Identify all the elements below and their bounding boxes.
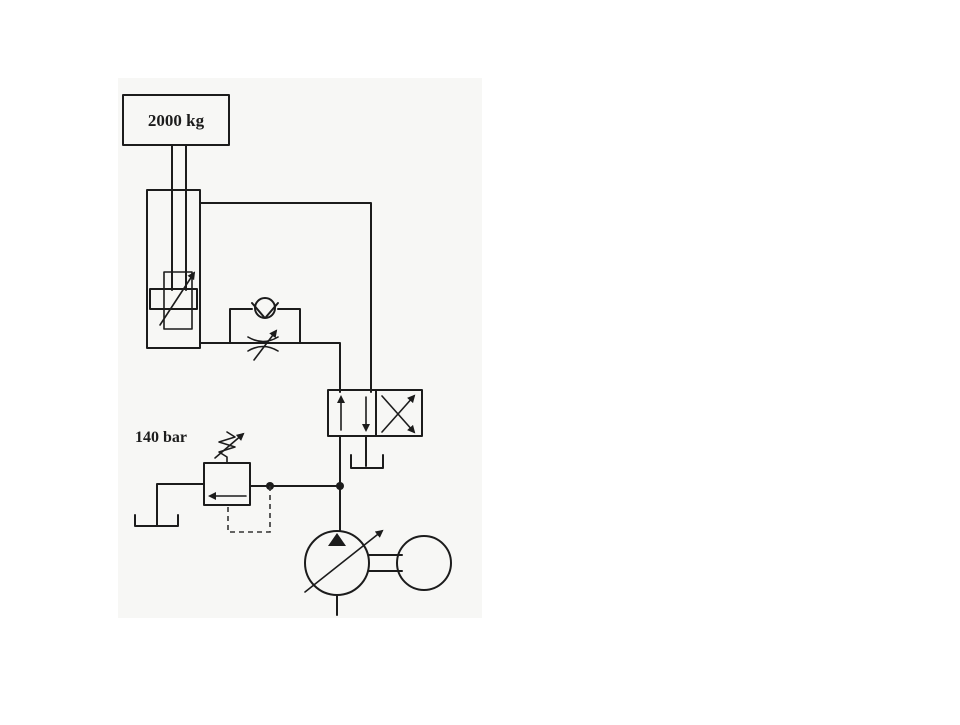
- cylinder-piston: [149, 288, 198, 310]
- load-box: [122, 94, 230, 146]
- load-mass: 2000 kg: [122, 94, 230, 146]
- relief-spring: [218, 431, 236, 464]
- pilot-line: [227, 486, 271, 533]
- throttle-adjust-arrow: [253, 329, 278, 361]
- relief-pressure-label: 140 bar: [135, 429, 187, 446]
- motor-circle: [396, 535, 452, 591]
- adjustable-cushion-arrow: [159, 271, 196, 326]
- cylinder-barrel: [146, 189, 201, 349]
- pressure-relief-valve: 140 bar: [134, 429, 271, 533]
- check-valve: [229, 297, 301, 344]
- drive-motor: [368, 535, 452, 591]
- pump-variable-arrow: [304, 529, 384, 593]
- pump-flow-triangle: [328, 533, 346, 546]
- variable-displacement-pump: [304, 529, 384, 616]
- cap-side-line: [199, 342, 341, 393]
- load-label: 2000 kg: [148, 111, 205, 130]
- dcv-position-b: [375, 389, 423, 437]
- relief-tank: [134, 514, 179, 527]
- hydraulic-cylinder: [146, 144, 201, 349]
- check-ball: [254, 297, 276, 319]
- cushion-block: [163, 271, 193, 330]
- rod-side-line: [199, 202, 372, 393]
- directional-control-valve-4-2: [327, 389, 423, 469]
- adjustable-throttle-valve: [247, 329, 279, 361]
- dcv-tank: [350, 454, 384, 469]
- junction-dot: [336, 482, 344, 490]
